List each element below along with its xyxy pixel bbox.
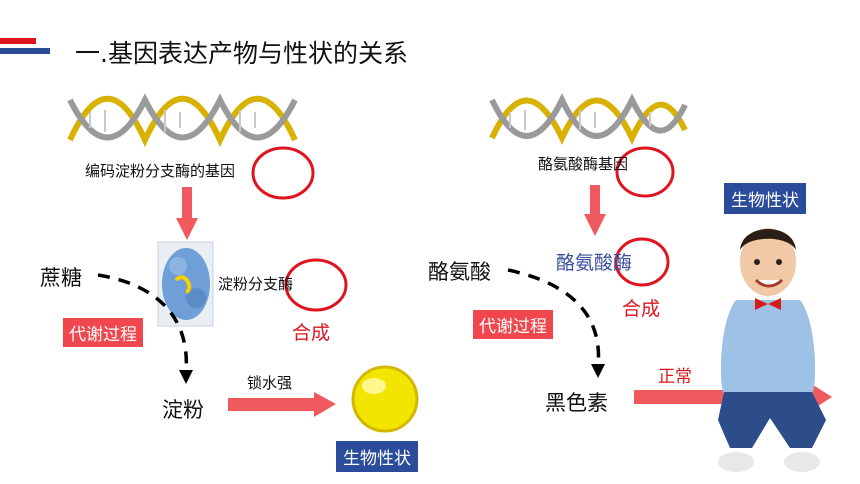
right-product-label: 黑色素 (545, 391, 608, 415)
arrowhead-left (179, 370, 193, 384)
starch-ball-icon (351, 365, 419, 433)
left-substrate-label: 蔗糖 (40, 266, 82, 290)
right-enzyme-label: 酪氨酸酶 (556, 252, 633, 274)
child-photo-icon (718, 228, 826, 472)
right-substrate-label: 酪氨酸 (428, 260, 491, 284)
circle-mark-right-gene (615, 146, 675, 198)
header-stripe-blue (0, 48, 50, 54)
right-trait-badge: 生物性状 (724, 183, 806, 214)
right-property-label: 正常 (658, 367, 692, 387)
right-process-badge: 代谢过程 (473, 310, 553, 339)
left-product-label: 淀粉 (162, 398, 204, 422)
left-property-label: 锁水强 (247, 374, 293, 392)
circle-mark-left-gene (251, 146, 315, 200)
header-stripe-red (0, 38, 36, 44)
circle-mark-left-enzyme (284, 258, 348, 312)
right-gene-label: 酪氨酸酶基因 (538, 155, 629, 173)
arrow-right-left-icon (228, 392, 336, 417)
arrow-down-right-icon (584, 185, 606, 236)
left-enzyme-label: 淀粉分支酶 (218, 275, 294, 293)
left-synthesis-label: 合成 (292, 322, 331, 344)
arrowhead-right (591, 364, 605, 378)
page-title: 一.基因表达产物与性状的关系 (75, 39, 408, 68)
metabolism-arrow-right (507, 268, 601, 367)
left-trait-badge: 生物性状 (336, 441, 418, 472)
dna-helix-left-icon (67, 93, 298, 148)
arrow-down-left-icon (176, 187, 198, 240)
dna-helix-right-icon (489, 93, 688, 146)
right-synthesis-label: 合成 (622, 298, 661, 320)
left-process-badge: 代谢过程 (63, 318, 143, 347)
protein-structure-icon (157, 241, 214, 327)
left-gene-label: 编码淀粉分支酶的基因 (85, 162, 236, 180)
circle-mark-right-enzyme (614, 237, 670, 287)
metabolism-arrow-left (97, 273, 189, 373)
